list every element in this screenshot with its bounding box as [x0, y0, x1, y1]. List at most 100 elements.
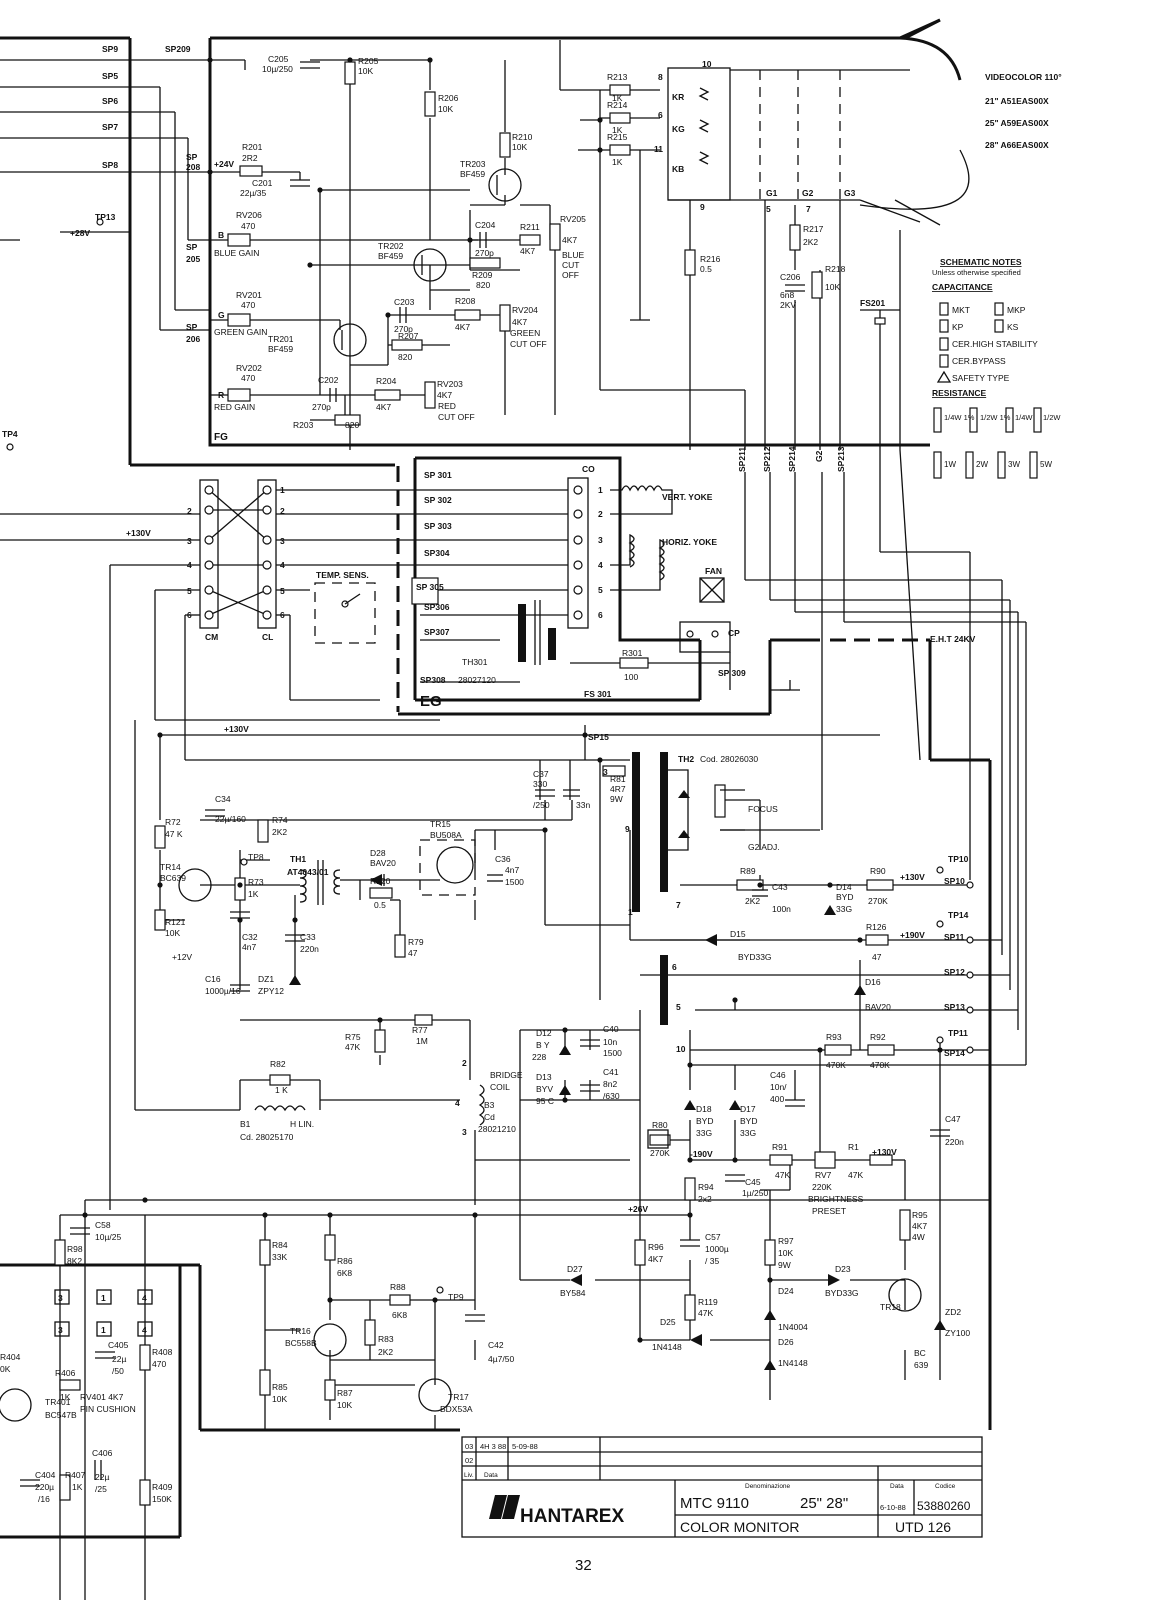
svg-text:R93: R93: [826, 1032, 842, 1042]
svg-text:4K7: 4K7: [437, 390, 452, 400]
junction-dots: [82, 57, 943, 1343]
eg-sp: SP 305: [416, 582, 444, 592]
svg-text:4µ7/50: 4µ7/50: [488, 1354, 514, 1364]
svg-text:C205: C205: [268, 54, 289, 64]
title-block: [461, 1436, 983, 1538]
svg-text:1000µ/16: 1000µ/16: [205, 986, 241, 996]
svg-text:R218: R218: [825, 264, 846, 274]
svg-text:SP: SP: [186, 242, 198, 252]
svg-text:SP14: SP14: [944, 1048, 965, 1058]
svg-text:3: 3: [280, 536, 285, 546]
svg-text:C404: C404: [35, 1470, 56, 1480]
svg-text:C204: C204: [475, 220, 496, 230]
res-legend: 1/4W 1%: [944, 413, 975, 422]
svg-text:4: 4: [598, 560, 603, 570]
svg-text:C16: C16: [205, 974, 221, 984]
svg-text:47K: 47K: [775, 1170, 790, 1180]
svg-text:+130V: +130V: [872, 1147, 897, 1157]
svg-text:R406: R406: [55, 1368, 76, 1378]
svg-text:2K2: 2K2: [803, 237, 818, 247]
code-value: 53880260: [917, 1499, 971, 1513]
svg-text:R81: R81: [610, 774, 626, 784]
svg-text:B3: B3: [484, 1100, 495, 1110]
svg-text:BYV: BYV: [536, 1084, 553, 1094]
svg-text:PRESET: PRESET: [812, 1206, 846, 1216]
svg-text:22µ/35: 22µ/35: [240, 188, 266, 198]
svg-text:BU508A: BU508A: [430, 830, 462, 840]
svg-text:4K7: 4K7: [455, 322, 470, 332]
svg-text:R217: R217: [803, 224, 824, 234]
co-label: CO: [582, 464, 595, 474]
svg-text:2K2: 2K2: [378, 1347, 393, 1357]
svg-text:R73: R73: [248, 877, 264, 887]
eg-sp: SP308: [420, 675, 446, 685]
svg-text:R94: R94: [698, 1182, 714, 1192]
svg-text:R211: R211: [520, 222, 540, 232]
res-legend: 1W: [944, 460, 956, 469]
temp-sens-label: TEMP. SENS.: [316, 570, 369, 580]
svg-text:4K7: 4K7: [512, 317, 527, 327]
svg-text:220K: 220K: [812, 1182, 832, 1192]
cap-legend-mkp: MKP: [1007, 305, 1026, 315]
fg-board: FG SP9 SP5 SP6 SP7 SP8 SP209 TP13 +28V S…: [0, 18, 970, 472]
svg-text:D17: D17: [740, 1104, 756, 1114]
fs301-label: FS 301: [584, 689, 612, 699]
th301-label: TH301: [462, 657, 488, 667]
svg-text:470: 470: [152, 1359, 166, 1369]
cl-label: CL: [262, 632, 273, 642]
svg-text:BYD33G: BYD33G: [825, 1288, 859, 1298]
svg-text:4W: 4W: [912, 1232, 925, 1242]
svg-text:BDX53A: BDX53A: [440, 1404, 473, 1414]
svg-text:10K: 10K: [337, 1400, 352, 1410]
svg-text:3: 3: [58, 1293, 63, 1303]
svg-text:G: G: [218, 310, 225, 320]
svg-text:1: 1: [598, 485, 603, 495]
svg-text:10K: 10K: [358, 66, 373, 76]
svg-text:TR18: TR18: [880, 1302, 901, 1312]
svg-text:6K8: 6K8: [337, 1268, 352, 1278]
svg-text:270p: 270p: [312, 402, 331, 412]
svg-text:TP14: TP14: [948, 910, 969, 920]
svg-text:C42: C42: [488, 1340, 504, 1350]
svg-text:150K: 150K: [152, 1494, 172, 1504]
svg-text:33G: 33G: [740, 1128, 756, 1138]
cap-legend-cer-hs: CER.HIGH STABILITY: [952, 339, 1038, 349]
svg-text:GREEN: GREEN: [510, 328, 540, 338]
svg-text:C33: C33: [300, 932, 316, 942]
svg-text:+24V: +24V: [214, 159, 234, 169]
svg-text:3: 3: [598, 535, 603, 545]
svg-text:220n: 220n: [300, 944, 319, 954]
rev-row: 5-09-88: [512, 1442, 538, 1451]
svg-text:C405: C405: [108, 1340, 129, 1350]
svg-text:1N4148: 1N4148: [652, 1342, 682, 1352]
svg-text:1µ/250: 1µ/250: [742, 1188, 768, 1198]
svg-text:TR201: TR201: [268, 334, 294, 344]
svg-text:5: 5: [280, 586, 285, 596]
svg-text:COIL: COIL: [490, 1082, 510, 1092]
svg-text:205: 205: [186, 254, 200, 264]
svg-text:1: 1: [628, 907, 633, 917]
date-label: Data: [890, 1483, 904, 1490]
svg-text:TR203: TR203: [460, 159, 486, 169]
svg-text:TR15: TR15: [430, 819, 451, 829]
eg-board-label: EG: [420, 693, 442, 710]
sizes-label: 25" 28": [800, 1495, 848, 1512]
svg-text:RV401 4K7: RV401 4K7: [80, 1392, 124, 1402]
svg-text:D14: D14: [836, 882, 852, 892]
page-number: 32: [575, 1557, 592, 1574]
svg-text:4K7: 4K7: [520, 246, 535, 256]
svg-text:R204: R204: [376, 376, 397, 386]
svg-text:BLUE GAIN: BLUE GAIN: [214, 248, 259, 258]
svg-text:47 K: 47 K: [165, 829, 183, 839]
eg-sp: SP304: [424, 548, 450, 558]
svg-text:BF459: BF459: [268, 344, 293, 354]
fg-wiring: [210, 40, 901, 450]
svg-text:2: 2: [187, 506, 192, 516]
svg-text:+28V: +28V: [70, 228, 90, 238]
res-legend-symbols: [933, 407, 1042, 479]
svg-text:C34: C34: [215, 794, 231, 804]
svg-text:D27: D27: [567, 1264, 583, 1274]
svg-text:RV201: RV201: [236, 290, 262, 300]
svg-text:2K2: 2K2: [745, 896, 760, 906]
